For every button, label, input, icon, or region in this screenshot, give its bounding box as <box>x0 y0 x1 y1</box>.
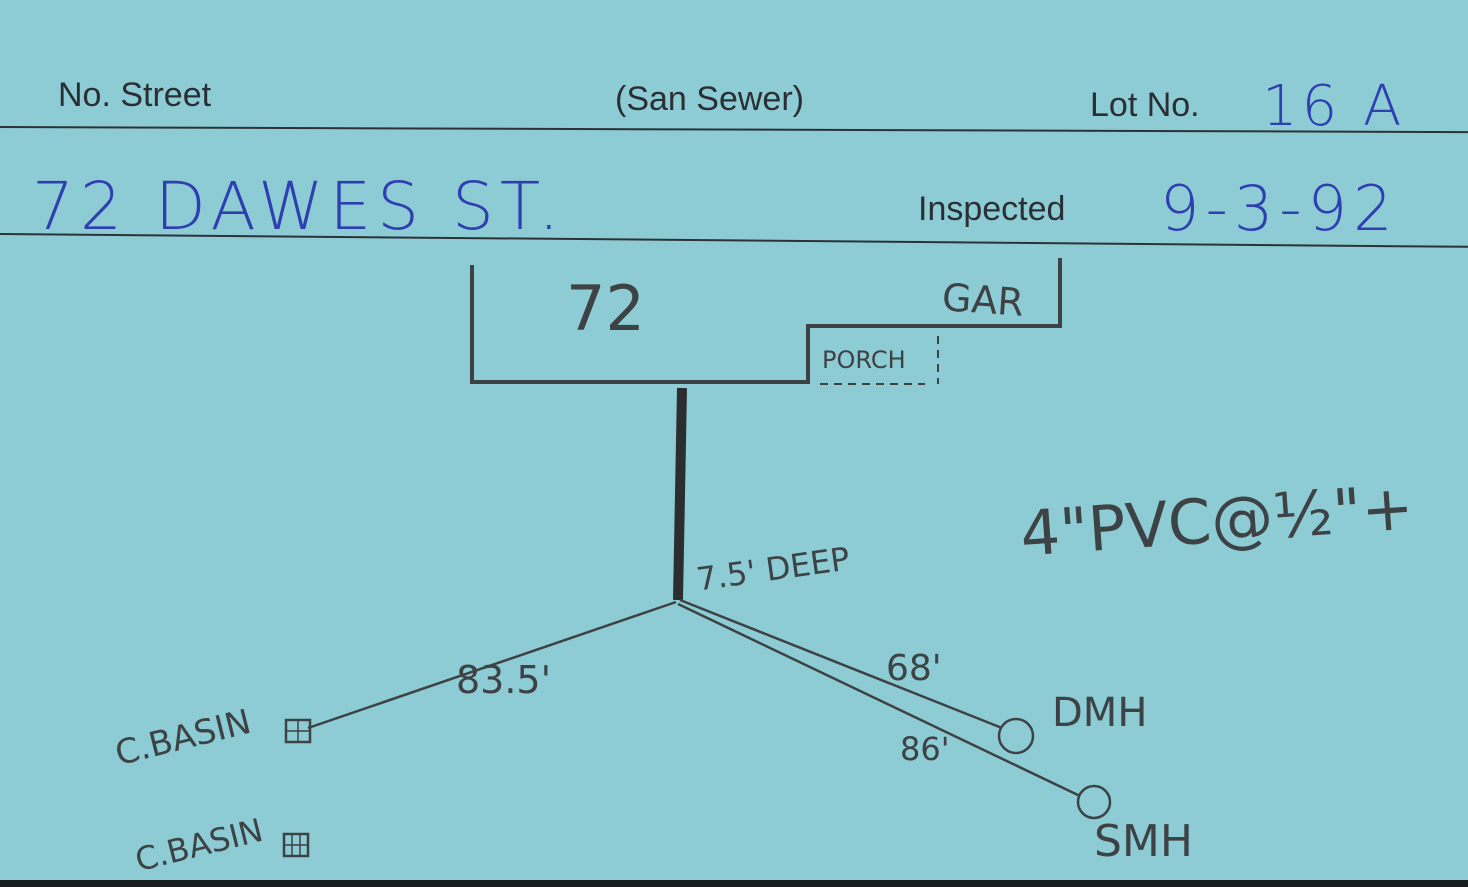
lateral-pipe <box>673 387 687 601</box>
street-label: No. Street <box>58 76 212 114</box>
dmh-circle <box>997 717 1035 755</box>
garage-label: GAR <box>940 275 1026 325</box>
distance-dmh: 68' <box>886 648 942 689</box>
house-number: 72 <box>566 272 645 345</box>
line-to-cbasin <box>307 600 677 730</box>
porch-label: PORCH <box>822 346 906 374</box>
porch-outline <box>820 336 939 385</box>
lot-label: Lot No. <box>1090 86 1200 124</box>
lot-value: 16 A <box>1262 74 1406 139</box>
line-to-dmh <box>679 598 1003 730</box>
dmh-label: DMH <box>1052 690 1148 736</box>
distance-smh: 86' <box>900 730 950 768</box>
house-wall <box>470 258 1062 384</box>
inspected-label: Inspected <box>918 190 1066 228</box>
inspected-date: 9-3-92 <box>1160 172 1399 245</box>
smh-circle <box>1076 784 1112 820</box>
smh-label: SMH <box>1094 816 1193 867</box>
distance-cbasin: 83.5' <box>456 658 552 702</box>
line-to-smh <box>677 602 1081 798</box>
card-bottom-edge <box>0 880 1468 887</box>
house-outline <box>470 258 1062 384</box>
address-value: 72 DAWES ST. <box>32 168 566 245</box>
type-label: (San Sewer) <box>615 80 804 118</box>
